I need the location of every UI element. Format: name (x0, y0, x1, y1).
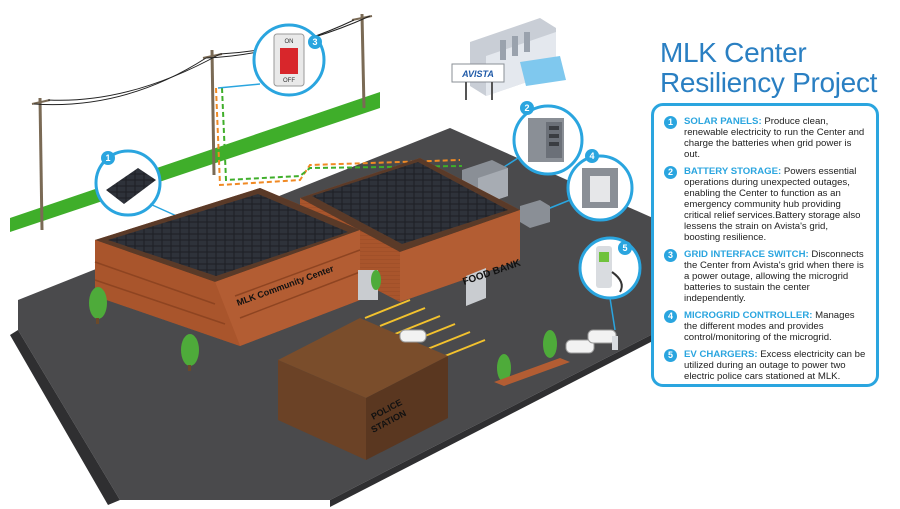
legend-number: 3 (664, 249, 677, 262)
switch-on-label: ON (285, 39, 294, 45)
legend-text: Manages the different modes and provides… (684, 310, 855, 343)
utility-plant: AVISTA (451, 18, 566, 100)
legend-number: 1 (664, 116, 677, 129)
badge-4: 4 (589, 151, 594, 161)
legend-heading: EV CHARGERS: (684, 349, 758, 360)
legend-item: 5 EV CHARGERS: Excess electricity can be… (664, 349, 866, 382)
switch-callout: ON OFF (217, 23, 326, 97)
utility-poles (38, 13, 366, 231)
legend-item: 2 BATTERY STORAGE: Powers essential oper… (664, 166, 866, 243)
controller-callout (539, 154, 634, 222)
cars (399, 329, 618, 354)
switch-off-label: OFF (283, 78, 295, 84)
avista-logo: AVISTA (461, 69, 494, 79)
solar-callout (94, 149, 191, 223)
legend-text: Powers essential operations during unexp… (684, 166, 861, 243)
legend-heading: MICROGRID CONTROLLER: (684, 310, 813, 321)
community-center: MLK Community Center (94, 188, 378, 346)
page-title: MLK Center Resiliency Project (660, 38, 890, 98)
legend-number: 2 (664, 166, 677, 179)
legend-number: 5 (664, 349, 677, 362)
badge-1: 1 (105, 153, 110, 163)
legend-item: 1 SOLAR PANELS: Produce clean, renewable… (664, 116, 866, 160)
badge-2: 2 (524, 103, 529, 113)
callout-badges: 1 2 3 4 5 (101, 35, 632, 255)
trees (89, 270, 570, 386)
badge-3: 3 (312, 37, 317, 47)
legend-item: 4 MICROGRID CONTROLLER: Manages the diff… (664, 310, 866, 343)
asphalt-edge-right (330, 320, 680, 507)
legend-text: Produce clean, renewable electricity to … (684, 116, 865, 160)
legend-text: Disconnects the Center from Avista's gri… (684, 249, 864, 304)
power-route-dashed (215, 87, 461, 187)
title-line-1: MLK Center (660, 37, 807, 68)
legend-item: 3 GRID INTERFACE SWITCH: Disconnects the… (664, 249, 866, 304)
legend-heading: GRID INTERFACE SWITCH: (684, 249, 809, 260)
badge-5: 5 (622, 243, 627, 253)
asphalt-edge (10, 330, 120, 505)
legend-heading: BATTERY STORAGE: (684, 166, 782, 177)
legend-box: 1 SOLAR PANELS: Produce clean, renewable… (651, 103, 879, 387)
battery-callout (489, 104, 584, 177)
legend-text: Excess electricity can be utilized durin… (684, 349, 866, 382)
title-line-2: Resiliency Project (660, 67, 878, 98)
legend-heading: SOLAR PANELS: (684, 116, 762, 127)
legend-number: 4 (664, 310, 677, 323)
